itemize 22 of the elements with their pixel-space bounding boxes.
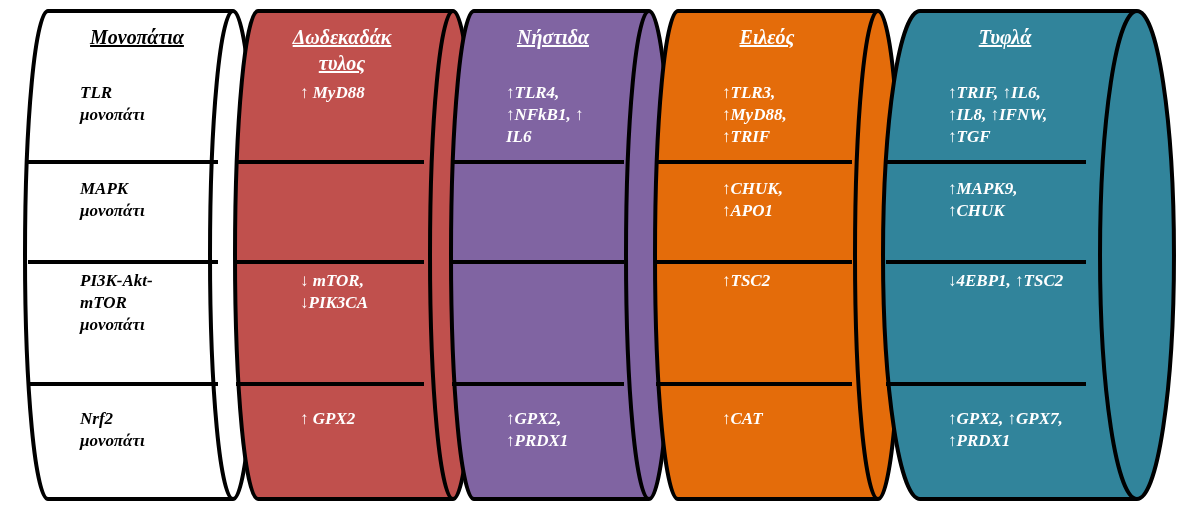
column-heading: Νήστιδα [516,25,591,50]
gene-list: ↑CHUK, ↑APO1 [722,178,822,222]
pathway-label: PI3K-Akt-mTOR μονοπάτι [80,270,154,336]
gene-list: ↓ mTOR, ↓PIK3CA [300,270,420,314]
column-heading: Τυφλά [977,25,1033,50]
gene-list: ↑TRIF, ↑IL6, ↑IL8, ↑IFNW, ↑TGF [948,82,1078,148]
gene-list: ↑ MyD88 [300,82,365,104]
gene-list: ↑GPX2, ↑PRDX1 [506,408,606,452]
pathway-label: TLR μονοπάτι [80,82,146,126]
gene-list: ↑CAT [722,408,763,430]
pathway-label: Nrf2 μονοπάτι [80,408,146,452]
column-heading: Δωδεκαδάκτυλος [292,25,392,76]
column-heading: Ειλεός [738,25,796,50]
gene-list: ↑ GPX2 [300,408,356,430]
gene-list: ↑TLR4, ↑NFkB1, ↑ IL6 [506,82,606,148]
pathway-label: MAPK μονοπάτι [80,178,146,222]
gene-list: ↑TLR3, ↑MyD88, ↑TRIF [722,82,822,148]
column-heading: Μονοπάτια [89,25,185,50]
gene-list: ↑MAPK9, ↑CHUK [948,178,1078,222]
gene-list: ↓4EBP1, ↑TSC2 [948,270,1064,292]
gene-list: ↑GPX2, ↑GPX7, ↑PRDX1 [948,408,1078,452]
gene-list: ↑TSC2 [722,270,771,292]
